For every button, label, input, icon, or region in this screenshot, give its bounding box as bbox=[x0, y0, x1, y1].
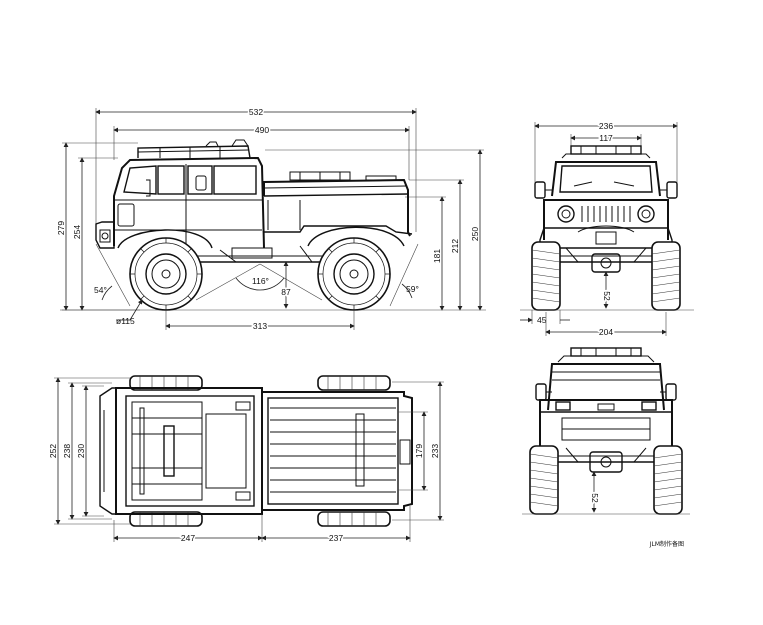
front-axle bbox=[556, 247, 656, 273]
dim-approach-angle: 54° bbox=[94, 285, 107, 295]
dim-rear-axle-clearance: 52 bbox=[590, 493, 600, 503]
top-view: 252 238 230 bbox=[47, 375, 444, 545]
dim-bed-outer: 233 bbox=[430, 444, 440, 458]
dim-overall-height: 279 bbox=[56, 221, 66, 235]
angle-lines: 54° 116° 59° bbox=[94, 243, 419, 307]
side-view: 532 490 279 254 181 212 250 bbox=[55, 106, 486, 333]
front-view: 236 117 bbox=[520, 120, 694, 339]
front-right-tire bbox=[651, 241, 681, 311]
dim-breakover-angle: 116° bbox=[252, 276, 269, 286]
drawing-stamp: JLM制作备图 bbox=[649, 540, 684, 548]
front-bumper bbox=[95, 221, 115, 249]
rear-left-tire bbox=[529, 445, 559, 515]
dim-roof-height: 254 bbox=[72, 225, 82, 239]
dim-max-height: 250 bbox=[470, 227, 480, 241]
rear-light-bar bbox=[557, 347, 655, 363]
dim-track-width: 204 bbox=[599, 327, 613, 337]
rear-right-tire bbox=[653, 445, 683, 515]
dim-front-axle-clearance: 52 bbox=[602, 291, 612, 301]
dim-ground-clearance: 87 bbox=[281, 287, 291, 297]
dim-top-overall-width: 252 bbox=[48, 444, 58, 458]
top-rear-right-tire bbox=[317, 511, 391, 527]
front-grille bbox=[581, 206, 631, 222]
top-front-left-tire bbox=[129, 375, 203, 391]
dim-body-length: 490 bbox=[255, 125, 269, 135]
dim-departure-angle: 59° bbox=[406, 284, 419, 294]
top-cargo-bed bbox=[261, 391, 413, 511]
cargo-bed bbox=[263, 171, 413, 237]
top-rear-left-tire bbox=[317, 375, 391, 391]
dim-overall-length: 532 bbox=[249, 107, 263, 117]
front-fender bbox=[117, 229, 213, 249]
top-cab-roof bbox=[115, 387, 263, 515]
front-cab bbox=[534, 161, 678, 249]
rear-body bbox=[535, 363, 677, 448]
dim-rear-section: 237 bbox=[329, 533, 343, 543]
dim-rail-height: 212 bbox=[450, 239, 460, 253]
dim-bed-height: 181 bbox=[432, 249, 442, 263]
dim-wheelbase: 313 bbox=[253, 321, 267, 331]
roof-rack bbox=[137, 139, 251, 159]
rear-view: 52 JLM制作备图 bbox=[522, 347, 690, 548]
front-wheel bbox=[129, 237, 203, 311]
dim-overall-width: 236 bbox=[599, 121, 613, 131]
rear-axle bbox=[556, 447, 656, 473]
dim-top-width-2: 238 bbox=[62, 444, 72, 458]
dim-bed-width: 179 bbox=[414, 444, 424, 458]
dim-light-bar-width: 117 bbox=[599, 133, 613, 143]
dim-front-section: 247 bbox=[181, 533, 195, 543]
rear-fender bbox=[307, 226, 405, 247]
top-front-bumper bbox=[99, 387, 117, 515]
front-light-bar bbox=[561, 145, 651, 159]
dim-top-width-3: 230 bbox=[76, 444, 86, 458]
rear-wheel bbox=[317, 237, 391, 311]
front-left-tire bbox=[531, 241, 561, 311]
dim-wheel-diameter: ø115 bbox=[116, 316, 135, 326]
top-front-right-tire bbox=[129, 511, 203, 527]
dim-tire-width: 45 bbox=[537, 315, 547, 325]
cab bbox=[113, 156, 265, 249]
